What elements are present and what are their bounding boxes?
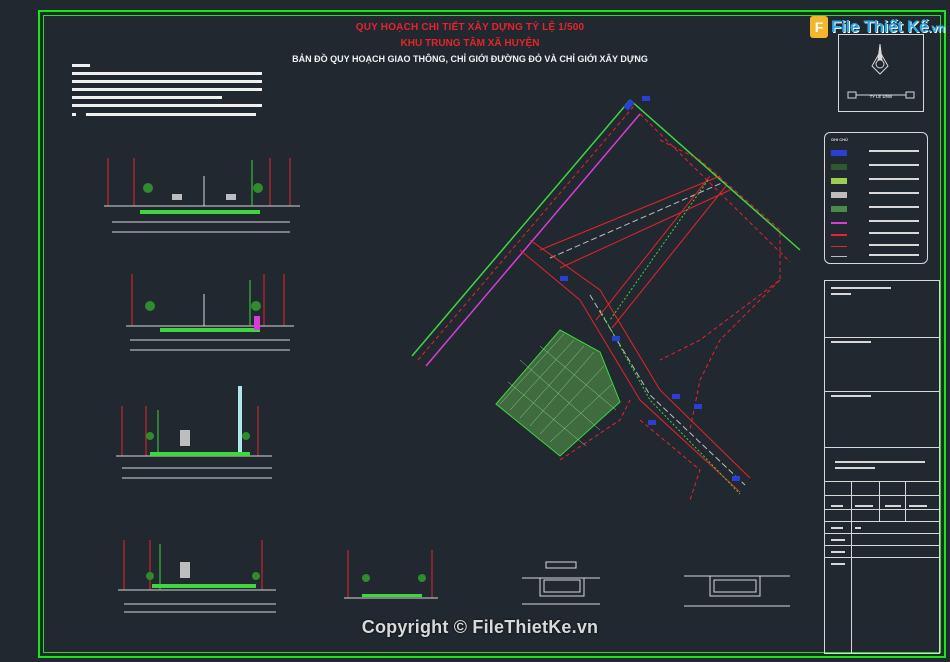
scale-label: TỶ LỆ 1/500 bbox=[869, 94, 893, 99]
culvert-section-1 bbox=[522, 561, 600, 605]
legend-item bbox=[829, 175, 925, 187]
legend-title: GHI CHÚ bbox=[831, 137, 848, 142]
legend-item bbox=[829, 161, 925, 173]
cross-section-2 bbox=[126, 274, 294, 351]
logo-icon: F bbox=[810, 16, 828, 38]
legend-item bbox=[829, 241, 925, 253]
road-plan bbox=[411, 99, 801, 501]
drawing-subtitle: KHU TRUNG TÂM XÃ HUYỆN bbox=[400, 38, 540, 49]
drawing-description: BẢN ĐỒ QUY HOẠCH GIAO THÔNG, CHỈ GIỚI ĐƯ… bbox=[292, 54, 648, 64]
logo-domain: .vn bbox=[928, 21, 945, 35]
cross-section-3 bbox=[116, 386, 272, 479]
north-arrow-icon bbox=[847, 43, 915, 99]
legend-item bbox=[829, 251, 925, 263]
legend-symbol bbox=[831, 206, 847, 212]
legend-symbol bbox=[831, 150, 847, 156]
legend-item bbox=[829, 147, 925, 159]
cross-section-4 bbox=[118, 540, 276, 613]
legend-symbol bbox=[831, 256, 847, 257]
cross-section-1 bbox=[104, 158, 300, 233]
drawing-frame-inner bbox=[43, 15, 941, 653]
legend-symbol bbox=[831, 178, 847, 184]
drawing-title: QUY HOẠCH CHI TIẾT XÂY DỰNG TỶ LỆ 1/500 bbox=[355, 22, 585, 33]
legend-symbol bbox=[831, 164, 847, 170]
road-markers bbox=[560, 96, 740, 481]
legend-item bbox=[829, 217, 925, 229]
copyright-watermark: Copyright © FileThietKe.vn bbox=[361, 617, 599, 637]
title-block bbox=[824, 280, 940, 654]
legend-item bbox=[829, 229, 925, 241]
legend-item bbox=[829, 203, 925, 215]
watermark-logo: F File Thiết Kế.vn bbox=[810, 10, 950, 44]
legend: GHI CHÚ bbox=[824, 132, 928, 264]
logo-text: File Thiết Kế.vn bbox=[831, 17, 945, 37]
legend-symbol bbox=[831, 246, 847, 247]
legend-item bbox=[829, 189, 925, 201]
legend-symbol bbox=[831, 192, 847, 198]
drawing-frame bbox=[38, 10, 946, 658]
cross-section-5 bbox=[344, 550, 438, 599]
compass-box: TỶ LỆ 1/500 bbox=[838, 34, 924, 112]
logo-name: File Thiết Kế bbox=[831, 17, 929, 36]
legend-symbol bbox=[831, 222, 847, 224]
legend-symbol bbox=[831, 234, 847, 236]
green-plot bbox=[495, 329, 621, 457]
culvert-section-2 bbox=[684, 575, 790, 607]
